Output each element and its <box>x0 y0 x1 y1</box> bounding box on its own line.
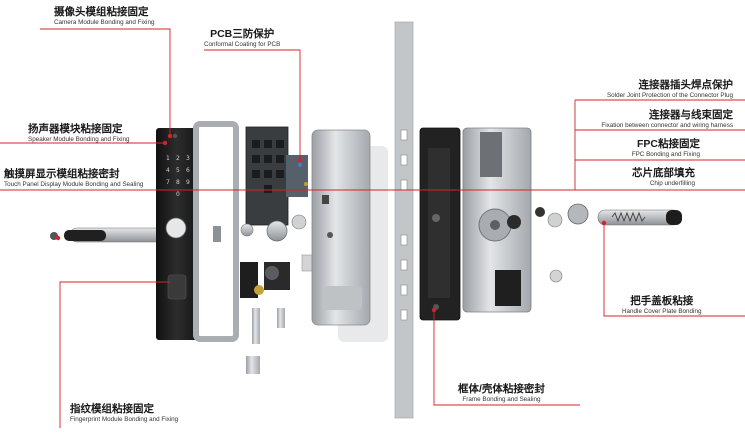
svg-text:0: 0 <box>176 191 180 198</box>
svg-text:4: 4 <box>166 167 170 174</box>
svg-text:9: 9 <box>186 179 190 186</box>
pcb-board-icon <box>245 126 308 226</box>
leader-lines <box>0 28 745 428</box>
svg-text:3: 3 <box>186 155 190 162</box>
back-plate <box>311 129 388 342</box>
svg-text:1: 1 <box>166 155 170 162</box>
spring-icon <box>611 211 646 223</box>
lock-body-icon <box>462 127 532 313</box>
svg-text:7: 7 <box>166 179 170 186</box>
small-parts <box>240 214 313 374</box>
svg-text:6: 6 <box>186 167 190 174</box>
back-housing <box>419 127 461 321</box>
svg-text:5: 5 <box>176 167 180 174</box>
door-slab <box>394 21 414 419</box>
svg-text:2: 2 <box>176 155 180 162</box>
front-frame <box>193 121 239 342</box>
svg-text:8: 8 <box>176 179 180 186</box>
door-holes <box>400 129 408 321</box>
back-cover <box>535 203 589 283</box>
door-handle-icon <box>597 209 682 226</box>
